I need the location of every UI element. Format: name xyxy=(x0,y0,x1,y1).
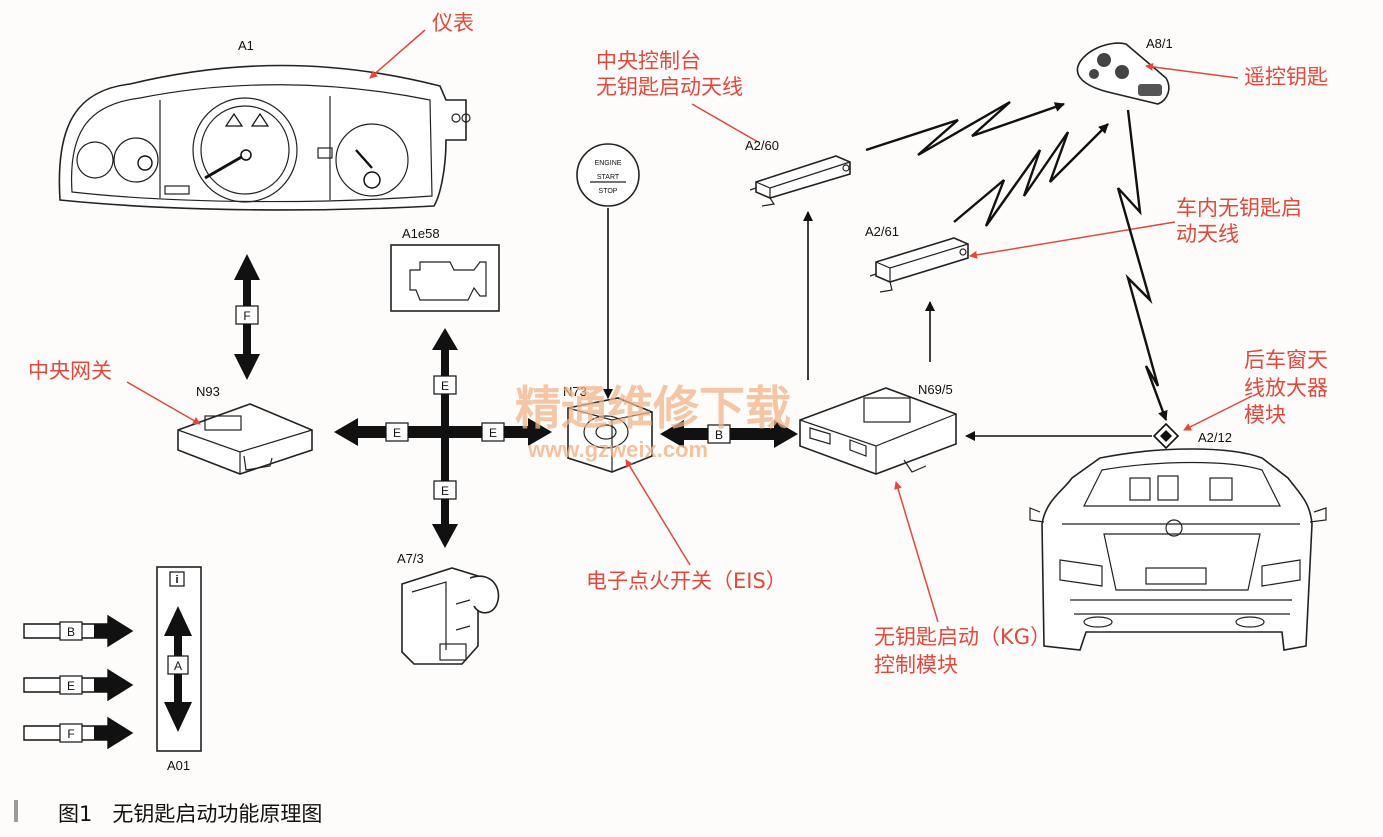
figure-caption: 图1 无钥匙启动功能原理图 xyxy=(58,802,322,826)
legend-info-icon: i xyxy=(175,574,178,586)
label-a2-60: A2/60 xyxy=(745,138,779,153)
bus-label-a: A xyxy=(174,659,182,673)
bus-label-e: E xyxy=(393,426,401,440)
legend-a01 xyxy=(156,566,202,752)
annotation-eis: 电子点火开关（EIS） xyxy=(586,569,787,593)
label-a1e58: A1e58 xyxy=(402,226,440,241)
annotation-rear-amp-2: 线放大器 xyxy=(1244,376,1328,400)
label-n73: N73 xyxy=(563,384,587,399)
annotation-interior-antenna-2: 动天线 xyxy=(1176,222,1239,246)
start-stop-button xyxy=(576,143,640,207)
bus-label-e: E xyxy=(441,484,449,498)
radio-waves xyxy=(865,100,1168,421)
label-a2-12: A2/12 xyxy=(1198,430,1232,445)
bus-b-horizontal xyxy=(660,420,798,448)
start-button-line2: START xyxy=(597,174,620,181)
label-n69-5: N69/5 xyxy=(918,382,953,397)
annotation-instrument: 仪表 xyxy=(432,11,474,35)
ignition-switch-n73 xyxy=(567,397,691,566)
car-rear-view xyxy=(1029,448,1327,651)
bus-label-b: B xyxy=(715,428,723,442)
module-a7-3 xyxy=(401,567,500,665)
label-a01: A01 xyxy=(167,758,190,773)
rear-window-amplifier-a2-12 xyxy=(965,395,1253,466)
annotation-rear-amp-1: 后车窗天 xyxy=(1244,348,1328,372)
annotation-central-gateway: 中央网关 xyxy=(28,359,112,383)
annotation-rear-amp-3: 模块 xyxy=(1244,403,1286,427)
bus-e-cross xyxy=(334,328,552,548)
label-n93: N93 xyxy=(196,384,220,399)
caption-bar xyxy=(14,800,18,822)
bus-f-vertical xyxy=(234,254,260,380)
annotation-remote-key: 遥控钥匙 xyxy=(1244,65,1328,89)
legend-label-f: F xyxy=(67,727,74,741)
label-a8-1: A8/1 xyxy=(1146,36,1173,51)
console-antenna-a2-60 xyxy=(691,103,851,207)
legend-label-e: E xyxy=(67,679,75,693)
remote-key-a8-1 xyxy=(1076,42,1239,105)
annotation-kg-module-2: 控制模块 xyxy=(874,653,958,677)
annotation-console-antenna-2: 无钥匙启动天线 xyxy=(596,75,743,99)
label-a2-61: A2/61 xyxy=(865,224,899,239)
annotation-interior-antenna-1: 车内无钥匙启 xyxy=(1176,196,1302,220)
annotation-kg-module-1: 无钥匙启动（KG） xyxy=(874,625,1051,649)
instrument-cluster-a1 xyxy=(58,29,471,211)
bus-label-e: E xyxy=(489,426,497,440)
label-a1: A1 xyxy=(238,38,254,53)
label-a7-3: A7/3 xyxy=(397,551,424,566)
start-button-line1: ENGINE xyxy=(595,160,622,167)
watermark-url: www.gzweix.com xyxy=(527,437,708,462)
engine-warning-a1e58 xyxy=(390,244,500,312)
start-button-line3: STOP xyxy=(599,188,618,195)
legend-label-b: B xyxy=(67,625,75,639)
bus-label-e: E xyxy=(441,379,449,393)
annotation-console-antenna-1: 中央控制台 xyxy=(596,49,701,73)
watermark-text: 精通维修下载 xyxy=(515,381,791,435)
bus-label-f: F xyxy=(243,309,250,323)
keyless-go-module-n69-5 xyxy=(799,387,957,623)
central-gateway-n93 xyxy=(126,381,313,475)
legend-bus-arrows xyxy=(23,614,134,750)
interior-antenna-a2-61 xyxy=(869,221,1176,293)
